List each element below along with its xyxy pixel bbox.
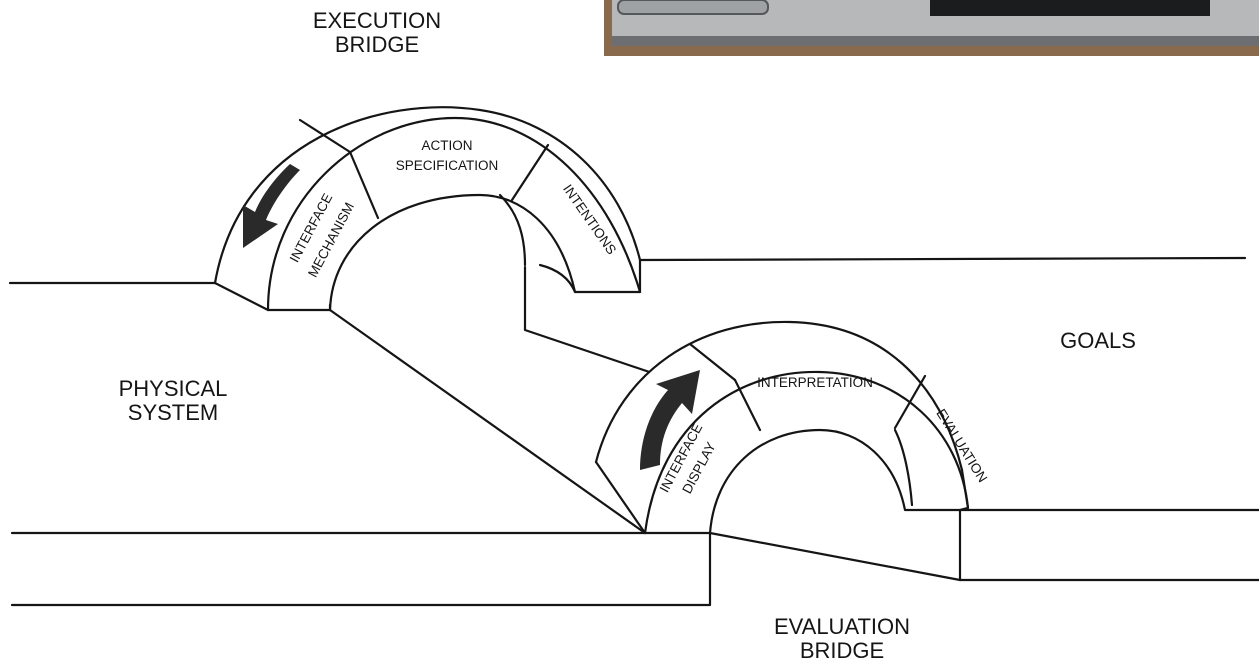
execution-bridge <box>213 106 642 312</box>
execution-bridge-title-line1: EXECUTION <box>313 8 441 33</box>
action-specification-line2: SPECIFICATION <box>396 158 499 173</box>
action-specification-line1: ACTION <box>421 138 472 153</box>
evaluation-bridge-title-line1: EVALUATION <box>774 614 910 639</box>
physical-system-line2: SYSTEM <box>128 400 218 425</box>
evaluation-bridge-title-line2: BRIDGE <box>800 638 884 663</box>
goals-label: GOALS <box>1060 328 1136 353</box>
interpretation-label: INTERPRETATION <box>757 375 873 390</box>
execution-bridge-title-line2: BRIDGE <box>335 32 419 57</box>
physical-system-line1: PHYSICAL <box>119 376 228 401</box>
terrain <box>8 256 1259 607</box>
photo-fragment <box>604 0 1259 56</box>
arrow-up-right-icon <box>640 370 700 470</box>
evaluation-bridge <box>594 320 970 535</box>
arrow-down-left-icon <box>243 164 300 248</box>
